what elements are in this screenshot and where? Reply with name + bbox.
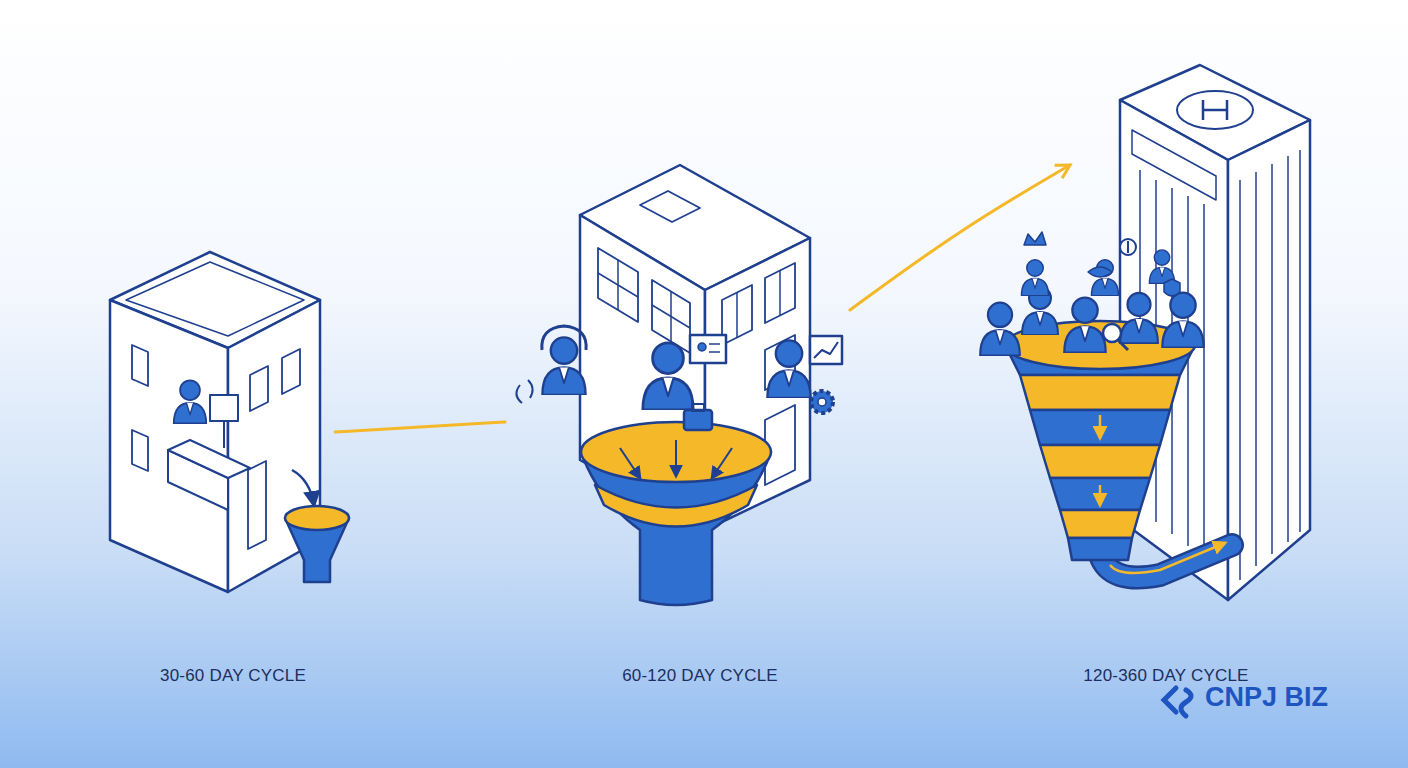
watermark: CNPJ BIZ: [1205, 682, 1328, 713]
stage-building: 30-60 DAY CYCLE: [100, 245, 335, 695]
flow-connector: [850, 165, 1070, 310]
tower: [980, 65, 1310, 600]
stage-building: 60-120 DAY CYCLE: [505, 160, 850, 695]
flow-connector: [335, 422, 505, 432]
cycle-label: 60-120 DAY CYCLE: [622, 666, 778, 686]
small-office: [110, 252, 349, 592]
mid-office: [516, 165, 842, 605]
cycle-label: 30-60 DAY CYCLE: [160, 666, 306, 686]
logo-mark: [1164, 688, 1191, 716]
stage-building: 120-360 DAY CYCLE: [1070, 60, 1330, 695]
